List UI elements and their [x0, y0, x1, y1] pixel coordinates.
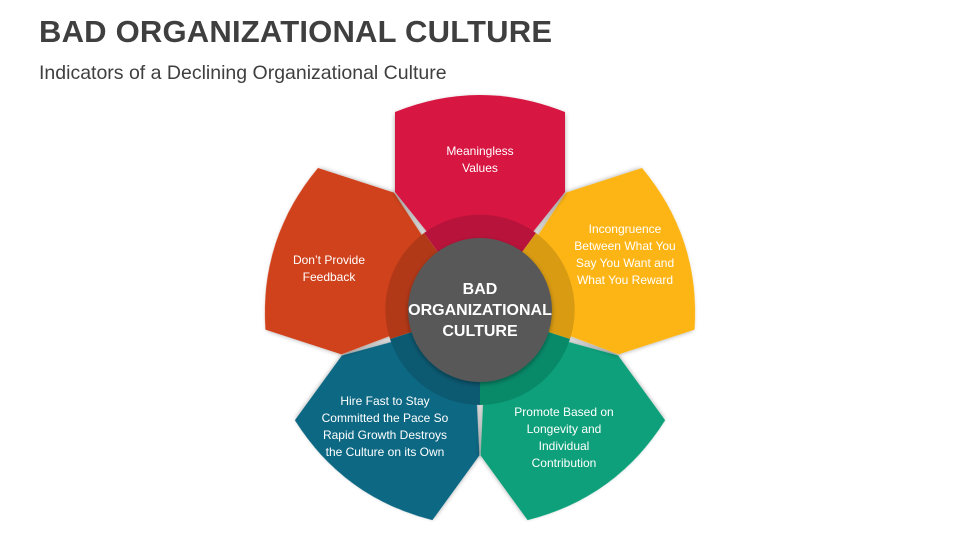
- center-label-line-1: BAD: [462, 281, 498, 298]
- petal-label-promote: Promote Based on Longevity and Individua…: [514, 405, 614, 470]
- center-label: BAD ORGANIZATIONAL CULTURE: [400, 279, 560, 342]
- page-title: BAD ORGANIZATIONAL CULTURE: [39, 14, 553, 49]
- page-subtitle: Indicators of a Declining Organizational…: [39, 62, 447, 84]
- petal-label-meaningless-values: Meaningless Values: [446, 144, 514, 175]
- petal-label-hire-fast: Hire Fast to Stay Committed the Pace So …: [321, 394, 449, 459]
- center-circle: [408, 238, 552, 382]
- center-label-line-2: ORGANIZATIONAL: [408, 302, 552, 319]
- petal-label-feedback: Don’t Provide Feedback: [292, 253, 366, 284]
- petal-label-incongruence: Incongruence Between What You Say You Wa…: [574, 222, 676, 287]
- center-label-line-3: CULTURE: [442, 323, 518, 340]
